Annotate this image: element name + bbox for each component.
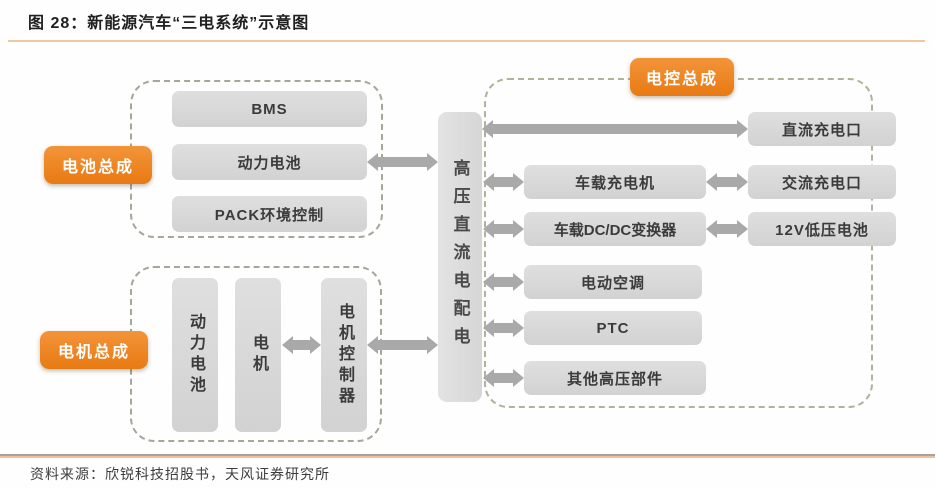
arrow-bus-to-onboard-charger xyxy=(483,173,524,191)
arrow-battery-to-bus xyxy=(367,153,438,171)
arrow-motor-to-controller xyxy=(282,336,321,354)
arrow-bus-to-other-parts xyxy=(483,369,524,387)
box-other-hv-parts: 其他高压部件 xyxy=(524,361,706,395)
arrow-charger-to-ac-port xyxy=(706,173,748,191)
arrow-bus-to-dc-port xyxy=(482,120,748,138)
box-motor: 电机 xyxy=(235,278,281,432)
motor-group-label: 电机总成 xyxy=(40,331,148,369)
arrow-bus-to-ptc xyxy=(483,319,524,337)
figure-title: 图 28：新能源汽车“三电系统”示意图 xyxy=(28,15,310,32)
box-motor-power-battery: 动力电池 xyxy=(172,278,218,432)
box-bms: BMS xyxy=(172,91,367,127)
box-pack-env-control: PACK环境控制 xyxy=(172,196,367,232)
box-12v-battery: 12V低压电池 xyxy=(748,212,896,246)
footer-divider-accent xyxy=(0,456,935,458)
box-ptc: PTC xyxy=(524,311,702,345)
box-motor-controller: 电机控制器 xyxy=(321,278,367,432)
box-ac-charging-port: 交流充电口 xyxy=(748,165,896,199)
battery-group-label: 电池总成 xyxy=(44,146,152,184)
control-group-label: 电控总成 xyxy=(630,58,734,96)
arrow-bus-to-dcdc xyxy=(483,220,524,238)
hv-dc-distribution-box: 高压直流电配电 xyxy=(438,112,482,402)
arrow-bus-to-electric-ac xyxy=(483,273,524,291)
title-underline xyxy=(8,40,925,42)
box-electric-ac: 电动空调 xyxy=(524,265,702,299)
box-power-battery: 动力电池 xyxy=(172,144,367,180)
source-note: 资料来源：欣锐科技招股书，天风证券研究所 xyxy=(30,466,330,482)
footer-divider xyxy=(0,454,935,456)
box-onboard-charger: 车载充电机 xyxy=(524,165,706,199)
arrow-controller-to-bus xyxy=(367,336,438,354)
box-dcdc-converter: 车载DC/DC变换器 xyxy=(524,212,706,246)
arrow-dcdc-to-12v xyxy=(706,220,748,238)
box-dc-charging-port: 直流充电口 xyxy=(748,112,896,146)
